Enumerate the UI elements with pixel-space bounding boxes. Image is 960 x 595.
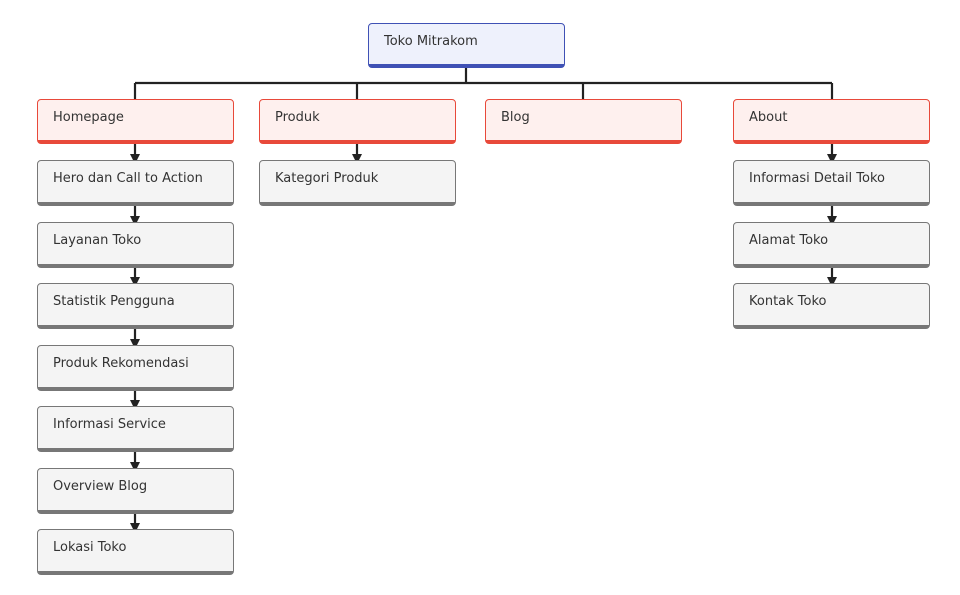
section-label: Produk xyxy=(275,110,320,125)
item-label: Lokasi Toko xyxy=(53,540,127,555)
root-node[interactable]: Toko Mitrakom xyxy=(368,23,565,68)
section-label: Homepage xyxy=(53,110,124,125)
item-statistik-pengguna[interactable]: Statistik Pengguna xyxy=(37,283,234,329)
item-label: Informasi Detail Toko xyxy=(749,171,885,186)
item-alamat-toko[interactable]: Alamat Toko xyxy=(733,222,930,268)
item-label: Layanan Toko xyxy=(53,233,142,248)
item-kontak-toko[interactable]: Kontak Toko xyxy=(733,283,930,329)
item-label: Informasi Service xyxy=(53,417,166,432)
item-label: Kontak Toko xyxy=(749,294,827,309)
item-kategori-produk[interactable]: Kategori Produk xyxy=(259,160,456,206)
item-label: Produk Rekomendasi xyxy=(53,356,189,371)
item-label: Kategori Produk xyxy=(275,171,379,186)
section-about[interactable]: About xyxy=(733,99,930,144)
item-overview-blog[interactable]: Overview Blog xyxy=(37,468,234,514)
item-label: Statistik Pengguna xyxy=(53,294,175,309)
item-label: Hero dan Call to Action xyxy=(53,171,203,186)
section-label: Blog xyxy=(501,110,530,125)
section-blog[interactable]: Blog xyxy=(485,99,682,144)
section-homepage[interactable]: Homepage xyxy=(37,99,234,144)
item-hero-call-to-action[interactable]: Hero dan Call to Action xyxy=(37,160,234,206)
item-lokasi-toko[interactable]: Lokasi Toko xyxy=(37,529,234,575)
section-produk[interactable]: Produk xyxy=(259,99,456,144)
item-produk-rekomendasi[interactable]: Produk Rekomendasi xyxy=(37,345,234,391)
item-layanan-toko[interactable]: Layanan Toko xyxy=(37,222,234,268)
section-label: About xyxy=(749,110,788,125)
item-label: Overview Blog xyxy=(53,479,148,494)
root-label: Toko Mitrakom xyxy=(384,34,478,49)
item-informasi-detail-toko[interactable]: Informasi Detail Toko xyxy=(733,160,930,206)
item-informasi-service[interactable]: Informasi Service xyxy=(37,406,234,452)
item-label: Alamat Toko xyxy=(749,233,829,248)
